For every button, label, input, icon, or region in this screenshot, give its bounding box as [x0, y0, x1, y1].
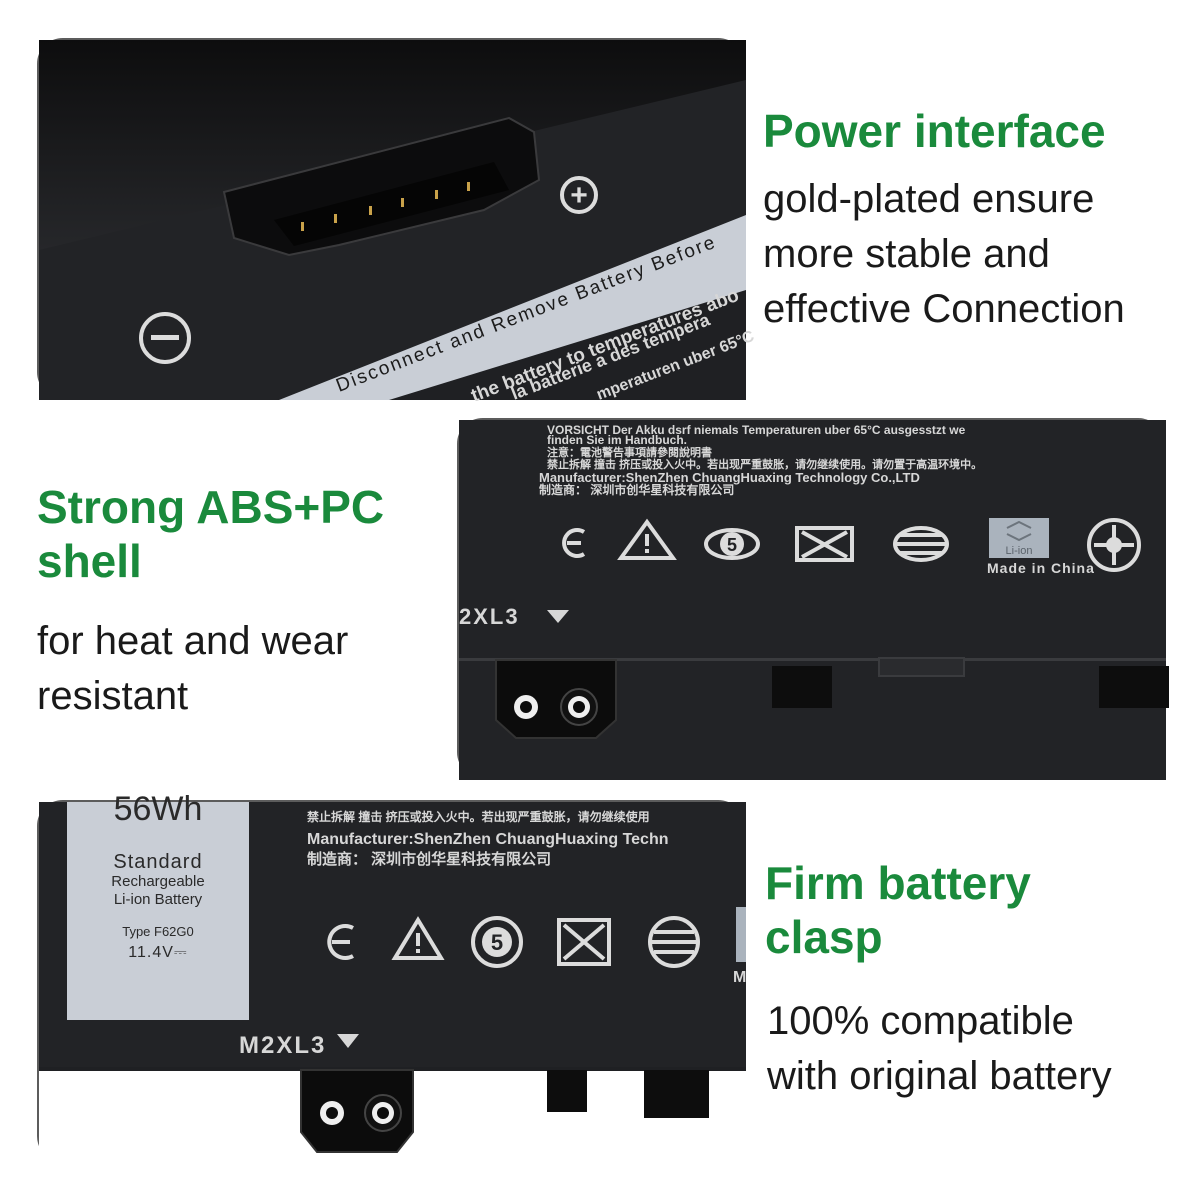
- minus-icon: [139, 312, 191, 364]
- feature-description-shell: for heat and wear resistant: [37, 619, 349, 718]
- no-disposal-icon: [557, 918, 611, 966]
- svg-text:M2XL3: M2XL3: [239, 1032, 326, 1059]
- mounting-bracket: [300, 1069, 414, 1153]
- clasp-tab: [644, 1070, 709, 1118]
- svg-text:+: +: [570, 179, 588, 212]
- svg-text:Manufacturer:ShenZhen ChuangHu: Manufacturer:ShenZhen ChuangHuaxing Tech…: [539, 470, 920, 485]
- svg-text:禁止拆解 撞击 挤压或投入火中。若出现严重鼓胀，请勿继续使用: 禁止拆解 撞击 挤压或投入火中。若出现严重鼓胀，请勿继续使用: [307, 809, 650, 824]
- svg-text:56Wh: 56Wh: [114, 790, 203, 828]
- svg-text:5: 5: [727, 535, 737, 555]
- made-in-label-partial: M: [733, 969, 746, 986]
- model-code: 2XL3: [459, 604, 569, 629]
- recycling-circle-icon: [893, 526, 949, 562]
- tuv-mark-icon: [1087, 518, 1141, 572]
- battery-clasp-photo: 56Wh Standard Rechargeable Li-ion Batter…: [37, 790, 746, 1164]
- svg-text:制造商： 深圳市创华星科技有限公司: 制造商： 深圳市创华星科技有限公司: [539, 482, 734, 497]
- clasp-tab: [1099, 666, 1169, 708]
- mounting-bracket: [495, 659, 617, 739]
- ce-mark-icon: [562, 528, 586, 558]
- warning-label: Disconnect and Remove Battery Before the…: [279, 215, 757, 407]
- feature-heading-power: Power interface: [763, 105, 1106, 157]
- battery-connector-photo: + Disconnect and Remove Battery Before t…: [37, 38, 757, 407]
- svg-text:Rechargeable: Rechargeable: [111, 873, 204, 890]
- label-text-block: VORSICHT Der Akku dsrf niemals Temperatu…: [539, 423, 982, 497]
- spec-label: 56Wh Standard Rechargeable Li-ion Batter…: [67, 790, 249, 1020]
- made-in-china-label: Made in China: [987, 560, 1095, 576]
- feature-heading-clasp: Firm battery clasp: [765, 857, 1031, 963]
- recycling-circle-icon: [648, 916, 700, 968]
- li-ion-recycle-icon: Li-ion: [989, 518, 1049, 558]
- svg-text:Manufacturer:ShenZhen ChuangHu: Manufacturer:ShenZhen ChuangHuaxing Tech…: [307, 831, 669, 848]
- svg-text:5: 5: [491, 930, 503, 955]
- svg-text:Standard: Standard: [113, 851, 202, 873]
- no-disposal-icon: [795, 526, 854, 562]
- feature-description-clasp: 100% compatible with original battery: [767, 999, 1112, 1098]
- ce-mark-icon: [327, 924, 354, 960]
- model-code: M2XL3: [239, 1032, 359, 1059]
- gold-pins: [301, 182, 470, 231]
- svg-text:2XL3: 2XL3: [459, 604, 520, 629]
- svg-text:Type F62G0: Type F62G0: [122, 924, 194, 939]
- warning-triangle-icon: [617, 518, 677, 560]
- svg-text:注意：電池警告事項請參閱說明書: 注意：電池警告事項請參閱說明書: [547, 445, 712, 459]
- feature-heading-shell: Strong ABS+PC shell: [37, 481, 385, 587]
- feature-description-power: gold-plated ensure more stable and effec…: [763, 177, 1125, 331]
- li-ion-recycle-icon: [736, 907, 746, 962]
- plus-icon: +: [560, 176, 598, 214]
- warning-triangle-icon: [391, 916, 445, 960]
- svg-text:制造商： 深圳市创华星科技有限公司: 制造商： 深圳市创华星科技有限公司: [307, 850, 551, 868]
- svg-text:VORSICHT Der Akku dsrf niemals: VORSICHT Der Akku dsrf niemals Temperatu…: [547, 423, 966, 437]
- clasp-tab: [547, 1070, 587, 1112]
- recycle-5-icon: 5: [704, 528, 760, 560]
- svg-text:Li-ion Battery: Li-ion Battery: [114, 891, 203, 908]
- svg-text:禁止拆解 撞击 挤压或投入火中。若出现严重鼓胀，请勿继续使用: 禁止拆解 撞击 挤压或投入火中。若出现严重鼓胀，请勿继续使用。请勿置于高温环境中…: [547, 457, 982, 471]
- recycle-5-icon: 5: [471, 916, 523, 968]
- svg-text:Li-ion: Li-ion: [1006, 545, 1033, 557]
- power-connector: [222, 116, 541, 257]
- svg-text:11.4V⎓: 11.4V⎓: [128, 944, 187, 961]
- battery-shell-photo: VORSICHT Der Akku dsrf niemals Temperatu…: [457, 418, 1169, 780]
- clasp-tab: [772, 666, 832, 708]
- label-text-block: 禁止拆解 撞击 挤压或投入火中。若出现严重鼓胀，请勿继续使用 Manufactu…: [307, 809, 669, 868]
- battery-top-surface: [39, 40, 746, 250]
- svg-text:finden Sie im Handbuch.: finden Sie im Handbuch.: [547, 433, 687, 447]
